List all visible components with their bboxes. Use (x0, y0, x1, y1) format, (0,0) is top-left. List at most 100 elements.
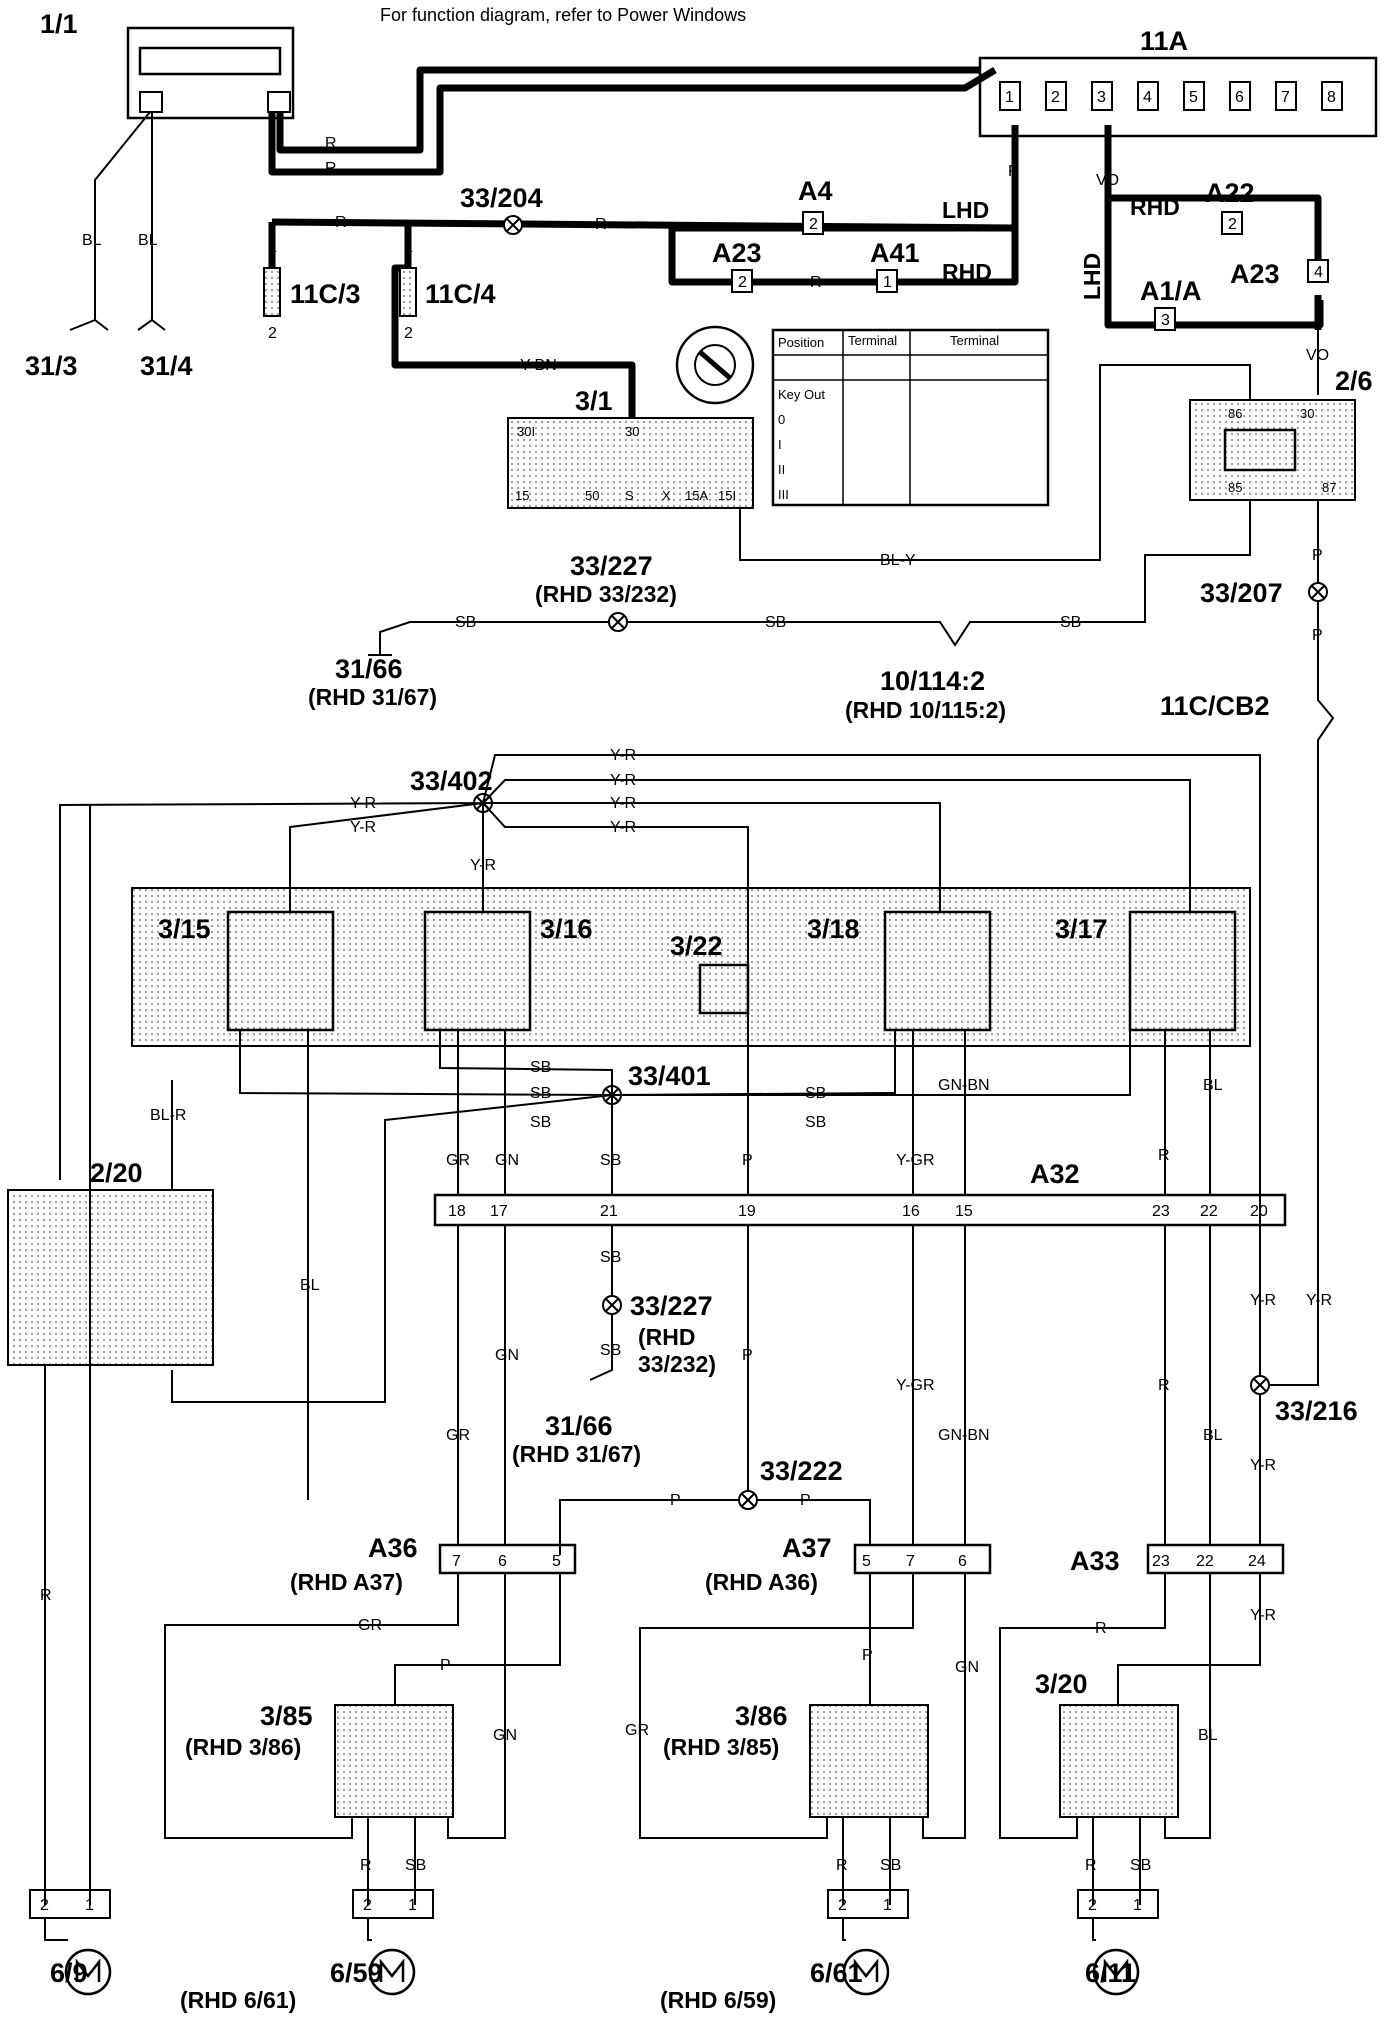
wire-label-yr: Y-R (470, 857, 496, 874)
splice-33-207: 33/207 (1200, 578, 1283, 608)
battery-label: 1/1 (40, 9, 78, 39)
connector-pin: 2 (363, 1897, 372, 1914)
connector-pin: 1 (1133, 1897, 1142, 1914)
wire-label-sb: SB (405, 1857, 426, 1874)
wire-label-sb: SB (805, 1085, 826, 1102)
wire-label-r: R (1158, 1147, 1170, 1164)
motor-lead (842, 1918, 846, 1941)
table-header: Terminal (848, 333, 897, 348)
branch-11c (268, 222, 636, 420)
relay-2-20-label: 2/20 (90, 1158, 143, 1188)
pin-number: 1 (404, 239, 413, 256)
connector-pin: 24 (1248, 1553, 1266, 1570)
a37-to-3-86 (639, 1573, 966, 1839)
relay-2-6 (1189, 399, 1356, 501)
wire-label-blr: BL-R (150, 1107, 186, 1124)
y-r-wires (59, 754, 1261, 1375)
fuse-box-11a (978, 56, 1378, 138)
connector-11c-4-label: 11C/4 (425, 279, 496, 309)
switch-3-18-label: 3/18 (807, 914, 860, 944)
connector-11c-4 (399, 267, 417, 317)
wire-label-gn: GN (495, 1347, 519, 1364)
ignition-key-icon (675, 325, 755, 405)
ground-31-66 (368, 621, 411, 656)
term-label: 30 (1300, 406, 1314, 421)
wire-label-ybn: Y-BN (520, 357, 557, 374)
ground-31-66-lower-rhd: (RHD 31/67) (512, 1441, 641, 1467)
wire-label-yr: Y-R (350, 819, 376, 836)
connector-pin: 1 (408, 1897, 417, 1914)
pin-number: 2 (738, 274, 747, 291)
connector-a23-right (1307, 259, 1329, 283)
motor-6-59-label: 6/59 (330, 1958, 383, 1988)
wire-label-bly: BL-Y (880, 552, 916, 569)
motor-connector (352, 1889, 434, 1919)
wire-label-p: P (800, 1492, 811, 1509)
splice-33-222: 33/222 (760, 1456, 843, 1486)
connector-pin: 7 (452, 1553, 461, 1570)
connector-a32 (433, 1193, 1287, 1227)
motor-6-11-wires (1092, 1817, 1141, 1905)
motor-lead (44, 1918, 68, 1941)
wire-label-gr: GR (625, 1722, 649, 1739)
door-switch-3-86-label: 3/86 (735, 1701, 788, 1731)
connector-pin: 21 (600, 1203, 618, 1220)
term-label: 86 (1228, 406, 1242, 421)
connector-a4 (802, 211, 824, 235)
relay-2-20 (7, 1189, 214, 1366)
junction-33-216 (1250, 1375, 1270, 1395)
switch-3-16 (423, 910, 532, 1032)
connector-pin: 20 (1250, 1203, 1268, 1220)
motor-symbol (853, 1958, 879, 1982)
motor-symbol (75, 1958, 101, 1982)
wire-label-ygr: Y-GR (896, 1152, 935, 1169)
connector-pin: 6 (958, 1553, 967, 1570)
table-header: Terminal (950, 333, 999, 348)
motor-connector (1077, 1889, 1159, 1919)
connector-pin: 23 (1152, 1203, 1170, 1220)
connector-pin: 19 (738, 1203, 756, 1220)
battery-feed-wire-2 (268, 66, 997, 176)
fuse-number: 2 (1051, 89, 1060, 106)
wire-label-yr: Y-R (610, 819, 636, 836)
door-switch-3-85-label: 3/85 (260, 1701, 313, 1731)
wire-label-r: R (325, 135, 337, 152)
wire-label-p: P (742, 1347, 753, 1364)
splice-33-401: 33/401 (628, 1061, 711, 1091)
wire-label-yr: Y-R (610, 772, 636, 789)
wire-label-sb: SB (805, 1114, 826, 1131)
fuse-cell (1045, 81, 1067, 111)
circuit-breaker-11c-cb2: 11C/CB2 (1160, 691, 1270, 721)
wire-label-p: P (1312, 547, 1323, 564)
splice-33-227-rhd: (RHD 33/232) (535, 581, 677, 607)
motor-6-9-wires (44, 805, 91, 1905)
connector-pin: 15 (955, 1203, 973, 1220)
fuse-cell (1229, 81, 1251, 111)
splice-rhd-1: (RHD (638, 1324, 696, 1350)
table-row-label: Key Out (778, 387, 825, 402)
connector-pin: 2 (838, 1897, 847, 1914)
sb-wires (171, 1030, 1131, 1403)
ignition-position-table (771, 328, 1050, 507)
fuse-cell (1275, 81, 1297, 111)
connector-pin: 22 (1200, 1203, 1218, 1220)
fuse-number: 7 (1281, 89, 1290, 106)
fuse-cell (1091, 81, 1113, 111)
connector-10-114: 10/114:2 (880, 666, 985, 696)
wire-label-r: R (360, 1857, 372, 1874)
connector-11c-3-label: 11C/3 (290, 279, 361, 309)
term-label: 30I (517, 424, 535, 439)
battery-feed-wire-1 (276, 66, 980, 154)
wire-label-r: R (325, 160, 337, 177)
a36-to-3-85 (164, 1573, 561, 1839)
wire-label-r: R (40, 1587, 52, 1604)
term-label: 87 (1322, 480, 1336, 495)
connector-a33 (1146, 1543, 1285, 1575)
wire-label-yr: Y-R (610, 747, 636, 764)
wire-label-r: R (1008, 163, 1020, 180)
ground-31-66-label: 31/66 (335, 654, 403, 684)
table-row-label: II (778, 462, 785, 477)
splice-33-204: 33/204 (460, 183, 543, 213)
wire-label-yr: Y-R (1250, 1607, 1276, 1624)
connector-a23-label: A23 (712, 238, 762, 268)
